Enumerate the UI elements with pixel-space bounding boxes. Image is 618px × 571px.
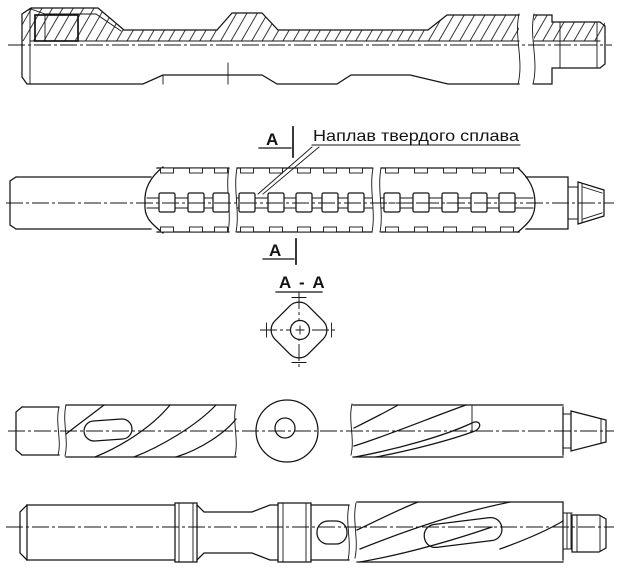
hardfacing-leader-lines: [257, 146, 320, 195]
section-view-title-label: А - А: [279, 273, 326, 292]
threaded-pin-frustum: [570, 410, 607, 452]
view-drill-collar-half-section: [8, 7, 612, 85]
section-blade-flats: [266, 297, 332, 363]
break-bc: [371, 167, 382, 233]
calibrator-left-end: [19, 504, 28, 561]
spiral-section-blades: [356, 501, 564, 563]
section-marker-upper-label: А: [266, 130, 278, 149]
mid-body-edges: [310, 504, 350, 561]
carbide-insert: [383, 192, 401, 213]
collar-bottom-profile: [21, 44, 520, 85]
section-marker-lower-label: А: [269, 241, 281, 260]
view-insert-stabilizer: [6, 166, 614, 234]
spiral-blade-curves-left: [65, 404, 237, 458]
calibrator-pin-outline: [571, 514, 607, 553]
blade-slot-right: [423, 516, 503, 549]
carbide-insert: [347, 192, 365, 213]
spiral-blade-curves-right: [353, 404, 481, 458]
carbide-inserts-row: [158, 192, 516, 213]
round-section-bore: [274, 417, 296, 439]
carbide-insert: [212, 192, 230, 213]
section-hatch-right: [534, 15, 605, 41]
blade-end-curve-bottom: [517, 202, 536, 233]
spiral-section-outline: [356, 501, 564, 563]
view-spiral-calibrator: [6, 501, 614, 563]
spiral-groove-slot: [83, 418, 133, 442]
collar-top-bevel: [30, 8, 122, 32]
calibrator-body-left: [26, 504, 175, 561]
spiral-right-break: [350, 403, 353, 456]
carbide-insert: [295, 192, 313, 213]
carbide-insert: [470, 192, 488, 213]
section-body-rounded-square: [270, 301, 328, 359]
carbide-insert: [321, 192, 339, 213]
break-line-right: [532, 13, 536, 85]
edge-notches: [160, 167, 514, 233]
annotations: А Наплав твердого сплава А А - А: [257, 126, 521, 293]
blade-start-curve-top: [144, 166, 164, 204]
calibrator-break-lines: [347, 502, 357, 561]
tapered-pin-outline: [577, 181, 605, 225]
hardfaced-band-1: [174, 502, 198, 563]
pin-relief-rings: [562, 512, 573, 550]
carbide-insert: [412, 192, 430, 213]
section-hatch-left: [22, 8, 519, 41]
blade-slot-left: [316, 520, 348, 545]
blade-end-curve-top: [517, 167, 536, 204]
hardfaced-band-2: [277, 502, 312, 563]
blade-start-curve-bottom: [144, 202, 164, 234]
hardfacing-note-label: Наплав твердого сплава: [313, 128, 519, 145]
carbide-insert: [498, 192, 516, 213]
collar-top-profile: [21, 7, 520, 46]
break-line-left: [517, 13, 521, 85]
carbide-insert: [267, 192, 285, 213]
view-section-a-a: [260, 292, 338, 368]
carbide-insert: [238, 192, 256, 213]
sub-break-curve: [57, 406, 60, 456]
view-spiral-stabilizer: [8, 399, 614, 463]
spiral-body-breaks: [64, 404, 237, 457]
bore-center-cross: [295, 325, 305, 335]
carbide-insert: [441, 192, 459, 213]
carbide-insert: [187, 192, 205, 213]
carbide-insert: [158, 192, 176, 213]
pin-connection-outline: [533, 14, 606, 85]
pin-neck: [567, 186, 579, 220]
neck-profile: [196, 504, 279, 561]
